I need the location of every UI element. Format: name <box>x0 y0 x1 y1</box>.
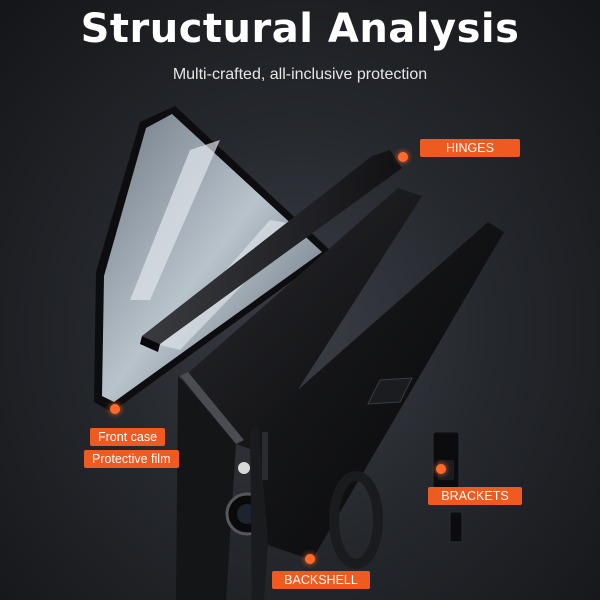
hinge-part <box>140 150 402 352</box>
backshell-part <box>250 222 504 600</box>
camera-flash-icon <box>238 462 250 474</box>
page-subtitle: Multi-crafted, all-inclusive protection <box>172 66 428 83</box>
backshell-label: BACKSHELL <box>272 571 370 589</box>
hinges-pointer <box>398 152 408 162</box>
hinges-label: HINGES <box>420 139 520 157</box>
backshell-pointer <box>305 554 315 564</box>
front-case-pointer <box>110 404 120 414</box>
page-title: Structural Analysis <box>80 6 520 52</box>
protective-film-label: Protective film <box>84 450 179 468</box>
front-case-label: Front case <box>90 428 166 446</box>
glass-reflection <box>130 140 220 300</box>
brackets-pointer <box>436 464 446 474</box>
brackets-label: BRACKETS <box>428 487 522 505</box>
